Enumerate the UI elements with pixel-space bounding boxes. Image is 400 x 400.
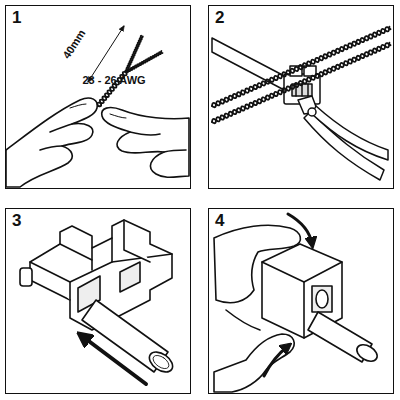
step-number: 4 — [215, 211, 224, 231]
wire-gauge-label: 23 - 26 AWG — [82, 74, 145, 86]
round-cable — [146, 348, 176, 376]
right-hand — [102, 108, 189, 178]
connector-housing — [120, 262, 140, 292]
connector-housing — [30, 262, 70, 300]
wire-strand — [126, 51, 161, 72]
hand — [214, 225, 300, 392]
wire-strand — [212, 27, 391, 106]
connector-housing — [303, 282, 305, 338]
pliers — [298, 96, 388, 180]
connector-housing — [312, 286, 332, 312]
left-hand — [40, 146, 62, 150]
left-hand — [6, 98, 97, 187]
round-cable — [151, 353, 171, 372]
press-arrow — [264, 214, 312, 376]
left-hand — [70, 104, 86, 108]
connector-housing — [60, 244, 92, 260]
left-hand — [50, 124, 72, 132]
round-cable — [354, 341, 380, 364]
wire-strand — [212, 43, 391, 122]
push-arrow — [82, 336, 146, 384]
connector-housing — [20, 268, 32, 286]
connector-housing — [316, 290, 328, 308]
hand — [226, 310, 260, 330]
right-hand — [130, 132, 160, 135]
dimension-line — [88, 26, 124, 82]
step-panel: 2 — [208, 5, 394, 189]
round-cable — [82, 300, 176, 376]
step-panel: 1 — [5, 5, 191, 189]
press-arrow — [288, 214, 312, 244]
step-number: 3 — [12, 211, 21, 231]
hand — [214, 334, 294, 392]
hand — [214, 225, 300, 303]
pliers — [308, 108, 316, 116]
connector — [307, 84, 309, 96]
step-panel: 4 — [208, 208, 394, 394]
pliers — [312, 106, 388, 160]
push-arrow — [82, 336, 146, 384]
round-cable — [308, 312, 380, 365]
connector-housing — [262, 262, 342, 282]
connector-housing — [111, 238, 113, 262]
step-number: 2 — [215, 8, 224, 28]
press-arrow — [264, 346, 288, 376]
dimension-label: 40mm — [60, 27, 87, 60]
right-hand — [102, 108, 189, 178]
left-hand — [6, 98, 97, 187]
right-hand — [164, 150, 186, 152]
step-number: 1 — [12, 8, 21, 28]
right-hand — [110, 114, 126, 118]
step-panel: 3 — [5, 208, 191, 394]
cable-sheath — [212, 38, 292, 92]
connector-housing — [124, 220, 150, 262]
cable-sheath — [212, 38, 292, 92]
dimension-line — [88, 26, 124, 82]
